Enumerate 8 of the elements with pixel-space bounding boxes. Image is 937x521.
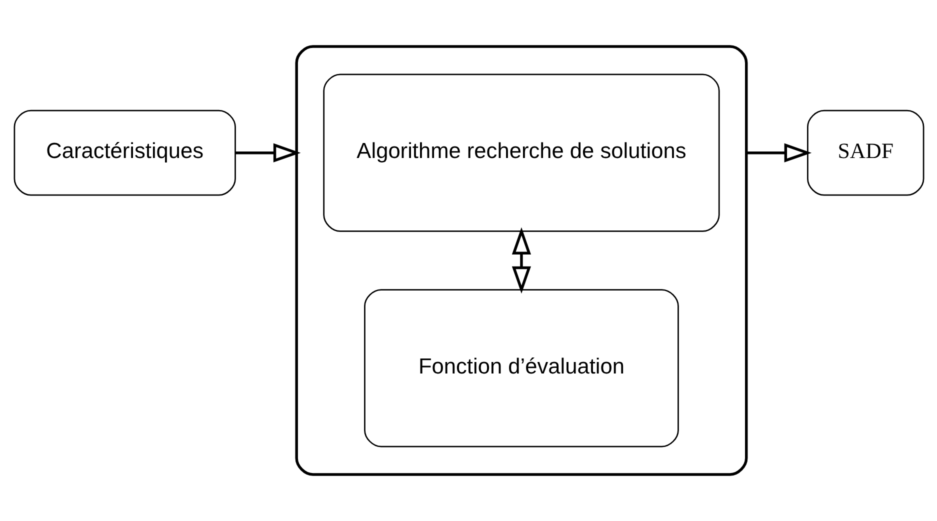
node-box: Fonction d’évaluation	[364, 289, 678, 448]
arrow	[746, 143, 812, 162]
node-box: SADF	[806, 110, 924, 196]
node-box: Algorithme recherche de solutions	[322, 74, 720, 232]
node-box: Caractéristiques	[13, 110, 236, 196]
cluster	[294, 45, 748, 476]
arrow	[234, 143, 300, 162]
arrow	[511, 227, 531, 294]
